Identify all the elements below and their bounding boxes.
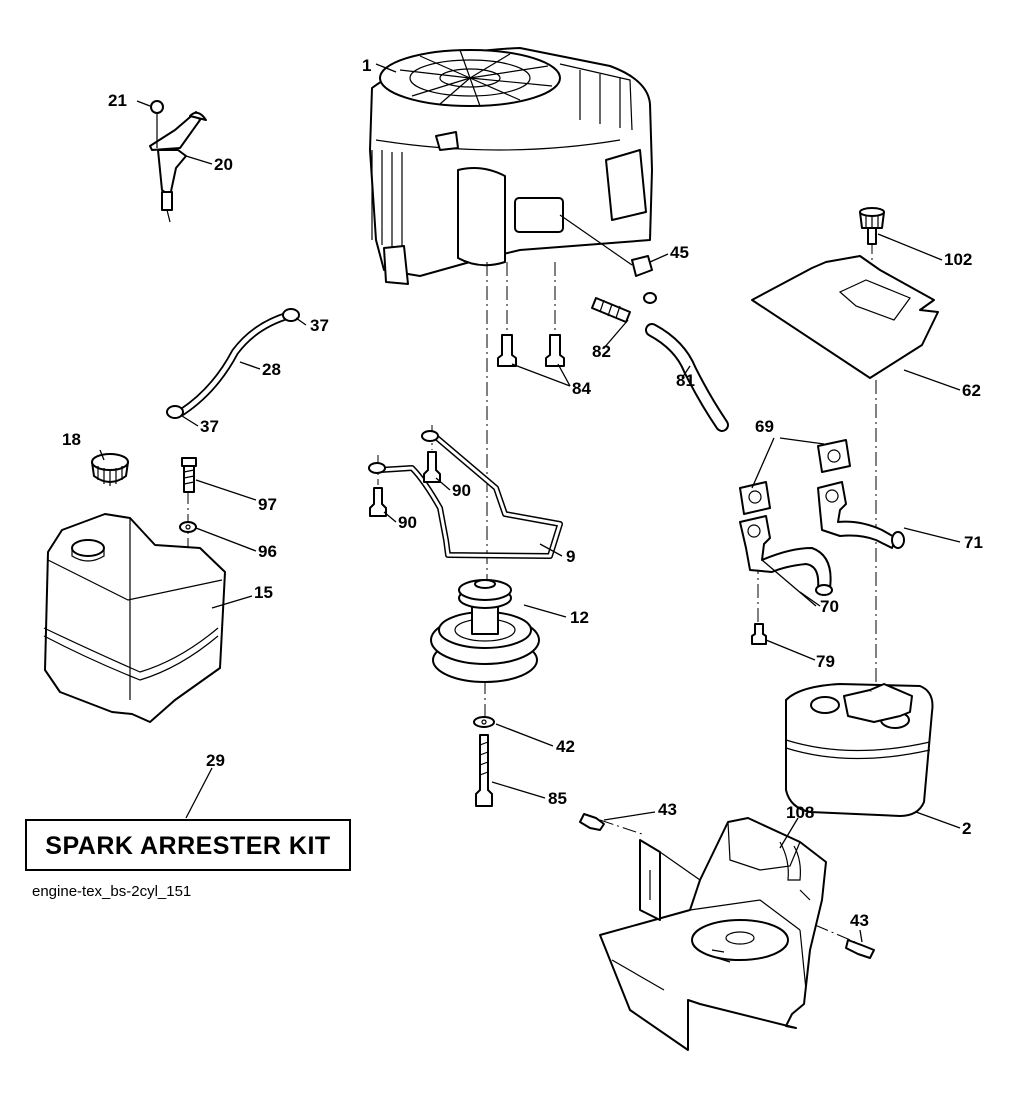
callout-43-right: 43	[850, 911, 869, 930]
spark-arrester-kit-box: SPARK ARRESTER KIT	[25, 819, 351, 871]
callout-96: 96	[258, 542, 277, 561]
callout-28: 28	[262, 360, 281, 379]
callout-9: 9	[566, 547, 575, 566]
exhaust-gaskets-part	[739, 439, 851, 515]
engine-bracket-part	[368, 429, 563, 559]
callout-20: 20	[214, 155, 233, 174]
callout-108: 108	[786, 803, 814, 822]
pulley-washer-part	[473, 716, 495, 728]
bracket-bolts-part	[369, 451, 441, 517]
shield-bolt-right-part	[845, 939, 875, 959]
callout-84: 84	[572, 379, 591, 398]
callout-102: 102	[944, 250, 972, 269]
callout-62: 62	[962, 381, 981, 400]
fuel-cap-part	[91, 453, 129, 486]
heat-shield-part	[751, 255, 939, 379]
pulley-bolt-part	[475, 734, 493, 807]
fuel-fitting-part	[591, 292, 657, 323]
callout-1: 1	[362, 56, 371, 75]
callout-37-top: 37	[310, 316, 329, 335]
callout-numbers: 1 21 20 45 102 37 28 37 82 81 84 62 69 1…	[62, 56, 983, 930]
breather-hose-part	[645, 323, 729, 432]
diagram-caption: engine-tex_bs-2cyl_151	[32, 883, 191, 900]
callout-82: 82	[592, 342, 611, 361]
muffler-part	[785, 683, 934, 817]
throttle-control-part	[149, 100, 207, 223]
callout-37-bottom: 37	[200, 417, 219, 436]
callout-45: 45	[670, 243, 689, 262]
callout-21: 21	[108, 91, 127, 110]
nut-part	[559, 214, 653, 277]
callout-85: 85	[548, 789, 567, 808]
engine-pulley-part	[430, 579, 540, 683]
exhaust-pipe-right-part	[817, 481, 905, 549]
heat-shield-knob-part	[859, 207, 885, 245]
callout-42: 42	[556, 737, 575, 756]
callout-43-left: 43	[658, 800, 677, 819]
exhaust-bolt-part	[751, 623, 767, 645]
engine-shield-part	[599, 817, 827, 1051]
callout-leaders	[99, 63, 961, 943]
engine-bolts-part	[497, 334, 565, 367]
callout-69: 69	[755, 417, 774, 436]
engine-part	[369, 47, 653, 285]
fuel-line-part	[166, 308, 300, 419]
callout-97: 97	[258, 495, 277, 514]
callout-81: 81	[676, 371, 695, 390]
fuel-tank-part	[43, 513, 226, 723]
callout-70: 70	[820, 597, 839, 616]
callout-12: 12	[570, 608, 589, 627]
callout-90-bottom: 90	[398, 513, 417, 532]
shield-bolt-left-part	[579, 813, 605, 831]
callout-2: 2	[962, 819, 971, 838]
callout-71: 71	[964, 533, 983, 552]
tank-bolt-part	[179, 457, 197, 533]
callout-79: 79	[816, 652, 835, 671]
callout-18: 18	[62, 430, 81, 449]
callout-90-top: 90	[452, 481, 471, 500]
exhaust-pipe-left-part	[739, 515, 833, 596]
callout-15: 15	[254, 583, 273, 602]
spark-arrester-kit-label: SPARK ARRESTER KIT	[45, 832, 330, 860]
callout-29: 29	[206, 751, 225, 770]
